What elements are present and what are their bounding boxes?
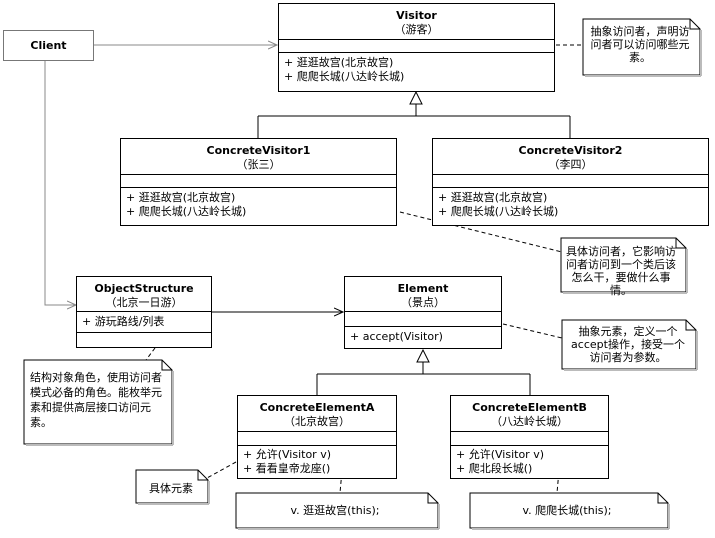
element-attributes	[345, 312, 501, 327]
ceb-name: ConcreteElementB	[472, 401, 587, 414]
element-class[interactable]: Element （景点） + accept(Visitor)	[344, 276, 502, 349]
os-header: ObjectStructure （北京一日游）	[77, 277, 211, 312]
os-name: ObjectStructure	[94, 282, 194, 295]
cv1-op: + 爬爬长城(八达岭长城)	[126, 205, 247, 218]
cv2-subtitle: （李四）	[548, 158, 593, 171]
code-a-note-text: v. 逛逛故宫(this);	[290, 504, 380, 517]
cea-operations: + 允许(Visitor v) + 看看皇帝龙座()	[238, 446, 396, 476]
object-structure-note	[23, 359, 174, 446]
element-op: + accept(Visitor)	[350, 330, 443, 343]
cv2-operations: + 逛逛故宫(北京故宫) + 爬爬长城(八达岭长城)	[433, 188, 708, 219]
cv2-header: ConcreteVisitor2 （李四）	[433, 139, 708, 175]
os-attributes: + 游玩路线/列表	[77, 312, 211, 333]
cea-subtitle: （北京故宫）	[284, 415, 350, 428]
cea-header: ConcreteElementA （北京故宫）	[238, 396, 396, 432]
concrete-visitor2-class[interactable]: ConcreteVisitor2 （李四） + 逛逛故宫(北京故宫) + 爬爬长…	[432, 138, 709, 226]
cv2-op: + 爬爬长城(八达岭长城)	[438, 205, 559, 218]
cv1-subtitle: （张三）	[236, 158, 281, 171]
cv1-op: + 逛逛故宫(北京故宫)	[126, 191, 236, 204]
element-subtitle: （景点）	[401, 296, 445, 309]
visitor-note-text: 抽象访问者，声明访问者可以访问哪些元素。	[590, 25, 690, 64]
visitor-op: + 爬爬长城(八达岭长城)	[284, 70, 405, 83]
code-b-note-text: v. 爬爬长城(this);	[522, 504, 612, 517]
visitor-inherit-triangle	[409, 90, 423, 105]
ceb-attributes	[451, 432, 608, 446]
visitor-header: Visitor （游客）	[279, 4, 554, 40]
element-inherit-triangle	[416, 348, 430, 363]
element-note-connector	[502, 323, 563, 339]
cv1-name: ConcreteVisitor1	[206, 144, 311, 157]
visitor-class[interactable]: Visitor （游客） + 逛逛故宫(北京故宫) + 爬爬长城(八达岭长城)	[278, 3, 555, 92]
cv2-attributes	[433, 175, 708, 188]
visitor-subtitle: （游客）	[394, 23, 439, 36]
ceb-op: + 允许(Visitor v)	[456, 448, 544, 461]
concrete-visitor-note	[560, 237, 688, 294]
ceb-subtitle: （八达岭长城）	[491, 415, 568, 428]
client-objectstructure-link	[44, 60, 76, 305]
cv2-name: ConcreteVisitor2	[518, 144, 623, 157]
concrete-element-b-class[interactable]: ConcreteElementB （八达岭长城） + 允许(Visitor v)…	[450, 395, 609, 479]
object-structure-note-text: 结构对象角色，使用访问者模式必备的角色。能枚举元素和提供高层接口访问元素。	[30, 371, 162, 429]
client-name: Client	[30, 39, 67, 52]
concrete-element-a-class[interactable]: ConcreteElementA （北京故宫） + 允许(Visitor v) …	[237, 395, 397, 479]
cea-op: + 看看皇帝龙座()	[243, 462, 331, 475]
cea-name: ConcreteElementA	[259, 401, 375, 414]
client-class[interactable]: Client	[3, 30, 94, 61]
cea-attributes	[238, 432, 396, 446]
os-operations	[77, 333, 211, 345]
cv1-header: ConcreteVisitor1 （张三）	[121, 139, 396, 175]
concrete-visitor-note-text: 具体访问者，它影响访问者访问到一个类后该怎么干，要做什么事情。	[566, 245, 676, 297]
ce-note-connector	[206, 461, 237, 479]
object-structure-class[interactable]: ObjectStructure （北京一日游） + 游玩路线/列表	[76, 276, 212, 348]
concrete-element-note-text: 具体元素	[149, 482, 193, 495]
visitor-name: Visitor	[396, 9, 437, 22]
os-subtitle: （北京一日游）	[105, 296, 183, 309]
code-a-note	[235, 492, 440, 530]
element-name: Element	[397, 282, 449, 295]
visitor-op: + 逛逛故宫(北京故宫)	[284, 56, 394, 69]
visitor-attributes	[279, 40, 554, 53]
cv2-op: + 逛逛故宫(北京故宫)	[438, 191, 548, 204]
cea-op: + 允许(Visitor v)	[243, 448, 331, 461]
ceb-header: ConcreteElementB （八达岭长城）	[451, 396, 608, 432]
concrete-element-note	[135, 469, 210, 505]
visitor-operations: + 逛逛故宫(北京故宫) + 爬爬长城(八达岭长城)	[279, 53, 554, 84]
visitor-note	[582, 18, 702, 77]
element-note	[561, 319, 698, 371]
ceb-op: + 爬北段长城()	[456, 462, 533, 475]
cv1-attributes	[121, 175, 396, 188]
element-note-text: 抽象元素，定义一个accept操作，接受一个访问者为参数。	[571, 325, 685, 364]
os-attribute: + 游玩路线/列表	[82, 315, 165, 328]
element-header: Element （景点）	[345, 277, 501, 312]
ceb-operations: + 允许(Visitor v) + 爬北段长城()	[451, 446, 608, 476]
element-operations: + accept(Visitor)	[345, 327, 501, 344]
concrete-visitor1-class[interactable]: ConcreteVisitor1 （张三） + 逛逛故宫(北京故宫) + 爬爬长…	[120, 138, 397, 226]
cv1-operations: + 逛逛故宫(北京故宫) + 爬爬长城(八达岭长城)	[121, 188, 396, 219]
code-b-note	[469, 492, 670, 530]
